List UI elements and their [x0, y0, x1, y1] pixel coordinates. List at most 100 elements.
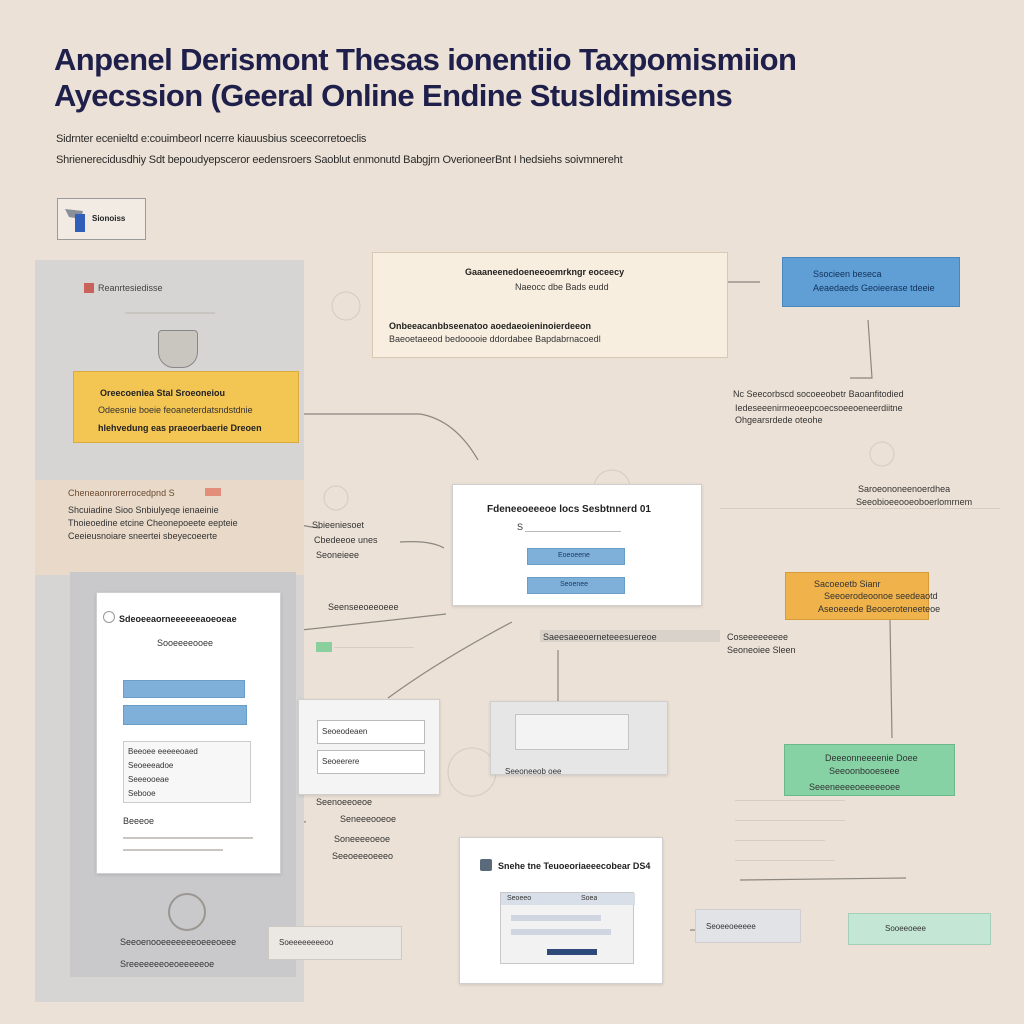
under-form-note-1: Seenoeeoeoe — [316, 797, 373, 807]
mid-label-a: Seenseeoeeoeee — [328, 602, 399, 612]
bottom-dialog[interactable]: Snehe tne Teuoeoriaeeecobear DS4 Seoeeo … — [459, 837, 663, 984]
bottom-right-green-box[interactable]: Sooeeoeee — [848, 913, 991, 945]
document-field-2[interactable] — [123, 705, 247, 725]
stamp-circle-icon — [168, 893, 206, 931]
left-panel-band — [35, 480, 304, 575]
mid-label-d: Seoneoiee Sleen — [727, 645, 796, 655]
bottom-left-label-box[interactable]: Soeeeeeeeeoo — [268, 926, 402, 960]
green-box-line-3: Seeeneeeeoeeeeeoee — [809, 782, 901, 792]
orange-step-box[interactable]: Sacoeoetb Sianr Seeoerodeoonoe seedeaotd… — [785, 572, 940, 620]
yellow-step-box[interactable]: Oreecoeniea Stal Sroeoneiou Odeesnie boe… — [73, 371, 299, 443]
center-dialog-button-2-label: Seoenee — [560, 581, 589, 588]
document-rule-1 — [123, 837, 253, 839]
red-marker-icon — [84, 283, 94, 293]
left-panel-header: Reanrtesiedisse — [98, 283, 163, 293]
yellow-box-line-1: Oreecoeniea Stal Sroeoneiou — [100, 388, 226, 398]
document-logo-icon — [63, 205, 87, 233]
under-form-note-4: Seeoeeeoeeeo — [332, 851, 394, 861]
document-header: Sdeoeeaorneeeeeeaoeoeae — [119, 614, 237, 624]
mid-gray-box[interactable]: Seeoneeob oee — [490, 701, 668, 776]
bottom-dialog-tab-1[interactable]: Seoeeo — [507, 895, 532, 902]
green-box-line-1: Deeeonneeeenie Doee — [825, 753, 918, 763]
center-dialog[interactable]: Fdeneeoeeeoe locs Sesbtnnerd 01 S Eoeoee… — [452, 484, 702, 606]
logo-box: Sionoiss — [57, 198, 146, 240]
right-mid-rule — [720, 508, 1000, 509]
document-panel[interactable]: Sdeoeeaorneeeeeeaoeoeae Sooeeeeooee Beeo… — [96, 592, 281, 874]
top-center-line-3: Onbeeacanbbseenatoo aoedaeoieninoierdeeo… — [389, 321, 592, 331]
bottom-left-label: Soeeeeeeeeoo — [279, 938, 334, 947]
bottom-dialog-row-2 — [511, 929, 611, 935]
mid-label-c: Coseeeeeeeee — [727, 632, 789, 642]
bottom-right-gray-label: Seoeeoeeeee — [706, 922, 756, 931]
right-rule-4 — [735, 860, 835, 861]
document-row-4: Sebooe — [128, 789, 156, 798]
document-row-3: Seeeooeae — [128, 775, 169, 784]
document-table: Beeoee eeeeeoaed Seoeeeadoe Seeeooeae Se… — [123, 741, 251, 803]
right-note-3: Ohgearsrdede oteohe — [735, 415, 823, 425]
blue-box-line-2: Aeaedaeds Geoieerase tdeeie — [813, 283, 935, 293]
center-dialog-field[interactable] — [525, 531, 621, 532]
center-dialog-button-1-label: Eoeoeene — [558, 552, 590, 559]
mid-label-b-bg — [540, 630, 720, 642]
app-icon — [480, 859, 492, 871]
small-form-line-1: Seoeodeaen — [322, 727, 368, 736]
left-panel-rule — [125, 312, 215, 314]
top-center-info-box[interactable]: Gaaaneenedoeneeoemrkngr eoceecy Naeocc d… — [372, 252, 728, 358]
mid-gray-inner — [515, 714, 629, 750]
left-desc-line-1: Shcuiadine Sioo Snbiulyeqe ienaeinie — [68, 505, 219, 515]
center-dialog-button-1[interactable]: Eoeoeene — [527, 548, 625, 565]
right-rule-3 — [735, 840, 825, 841]
green-marker-icon — [316, 642, 332, 652]
center-dialog-title: Fdeneeoeeeoe locs Sesbtnnerd 01 — [487, 504, 651, 515]
right-mid-note-1: Saroeononeenoerdhea — [858, 484, 951, 494]
document-rule-2 — [123, 849, 223, 851]
seal-icon — [103, 611, 115, 623]
page-title-line-1: Anpenel Derismont Thesas ionentiio Taxpo… — [54, 42, 797, 77]
top-right-blue-box[interactable]: Ssocieen beseca Aeaedaeds Geoieerase tde… — [782, 257, 960, 307]
yellow-box-line-2: Odeesnie boeie feoaneterdatsndstdnie — [98, 405, 253, 415]
center-left-note-2: Cbedeeoe unes — [314, 535, 378, 545]
mid-gray-label: Seeoneeob oee — [505, 767, 562, 776]
green-box-line-2: Seeoonbooeseee — [829, 766, 900, 776]
orange-box-line-2: Seeoerodeoonoe seedeaotd — [824, 591, 938, 601]
top-center-line-1: Gaaaneenedoeneeoemrkngr eoceecy — [465, 267, 625, 277]
right-rule-1 — [735, 800, 845, 801]
document-row-1: Beeoee eeeeeoaed — [128, 747, 198, 756]
mid-label-b: Saeesaeeoerneteeesuereoe — [543, 632, 657, 642]
shield-icon — [158, 330, 198, 368]
green-step-box[interactable]: Deeeonneeeenie Doee Seeoonbooeseee Seeen… — [784, 744, 955, 796]
left-desc-line-3: Ceeieusnoiare sneertei sbeyecoeerte — [68, 531, 218, 541]
bottom-dialog-content: Seoeeo Soea — [500, 892, 635, 964]
under-form-note-2: Seneeeooeoe — [340, 814, 397, 824]
center-dialog-field-label: S — [517, 522, 524, 532]
document-footer: Beeeoe — [123, 816, 155, 826]
orange-box-line-3: Aseoeeede Beooeroteneeteoe — [818, 604, 941, 614]
document-field-1[interactable] — [123, 680, 245, 698]
center-left-note-3: Seoneieee — [316, 550, 360, 560]
small-form-line-2: Seoeerere — [322, 757, 360, 766]
bottom-dialog-tab-2[interactable]: Soea — [581, 895, 598, 902]
bottom-right-gray-box[interactable]: Seoeeoeeeee — [695, 909, 801, 943]
left-desc-line-2: Thoieoedine etcine Cheonepoeete eepteie — [68, 518, 238, 528]
small-form[interactable]: Seoeodeaen Seoeerere — [298, 699, 440, 795]
small-form-field-1[interactable]: Seoeodeaen — [317, 720, 425, 744]
top-center-line-4: Baeoetaeeod bedooooie ddordabee Bapdabrn… — [389, 334, 601, 344]
bottom-left-note-1: Seeoenooeeeeeeeoeeeoeee — [120, 937, 237, 947]
left-orange-label: Cheneaonrorerrocedpnd S — [68, 488, 175, 498]
bottom-dialog-row-1 — [511, 915, 601, 921]
orange-box-line-1: Sacoeoetb Sianr — [814, 579, 881, 589]
bottom-left-note-2: Sreeeeeeeoeoeeeeeoe — [120, 959, 215, 969]
right-note-2: Iedeseeenirmeoeepcoecsoeeoeneerdiitne — [735, 403, 903, 413]
center-left-note-1: Sbieeniesoet — [312, 520, 365, 530]
bottom-right-green-label: Sooeeoeee — [885, 924, 926, 933]
center-dialog-button-2[interactable]: Seoenee — [527, 577, 625, 594]
top-center-line-2: Naeocc dbe Bads eudd — [515, 282, 609, 292]
document-row-2: Seoeeeadoe — [128, 761, 174, 770]
right-note-1: Nc Seecorbscd socoeeobetr Baoanfitodied — [733, 389, 904, 399]
bottom-dialog-title: Snehe tne Teuoeoriaeeecobear DS4 — [498, 861, 651, 871]
logo-label: Sionoiss — [92, 214, 126, 223]
mid-rule-a — [334, 647, 414, 648]
small-form-field-2[interactable]: Seoeerere — [317, 750, 425, 774]
orange-marker-icon — [205, 488, 221, 496]
bottom-dialog-button[interactable] — [547, 949, 597, 955]
